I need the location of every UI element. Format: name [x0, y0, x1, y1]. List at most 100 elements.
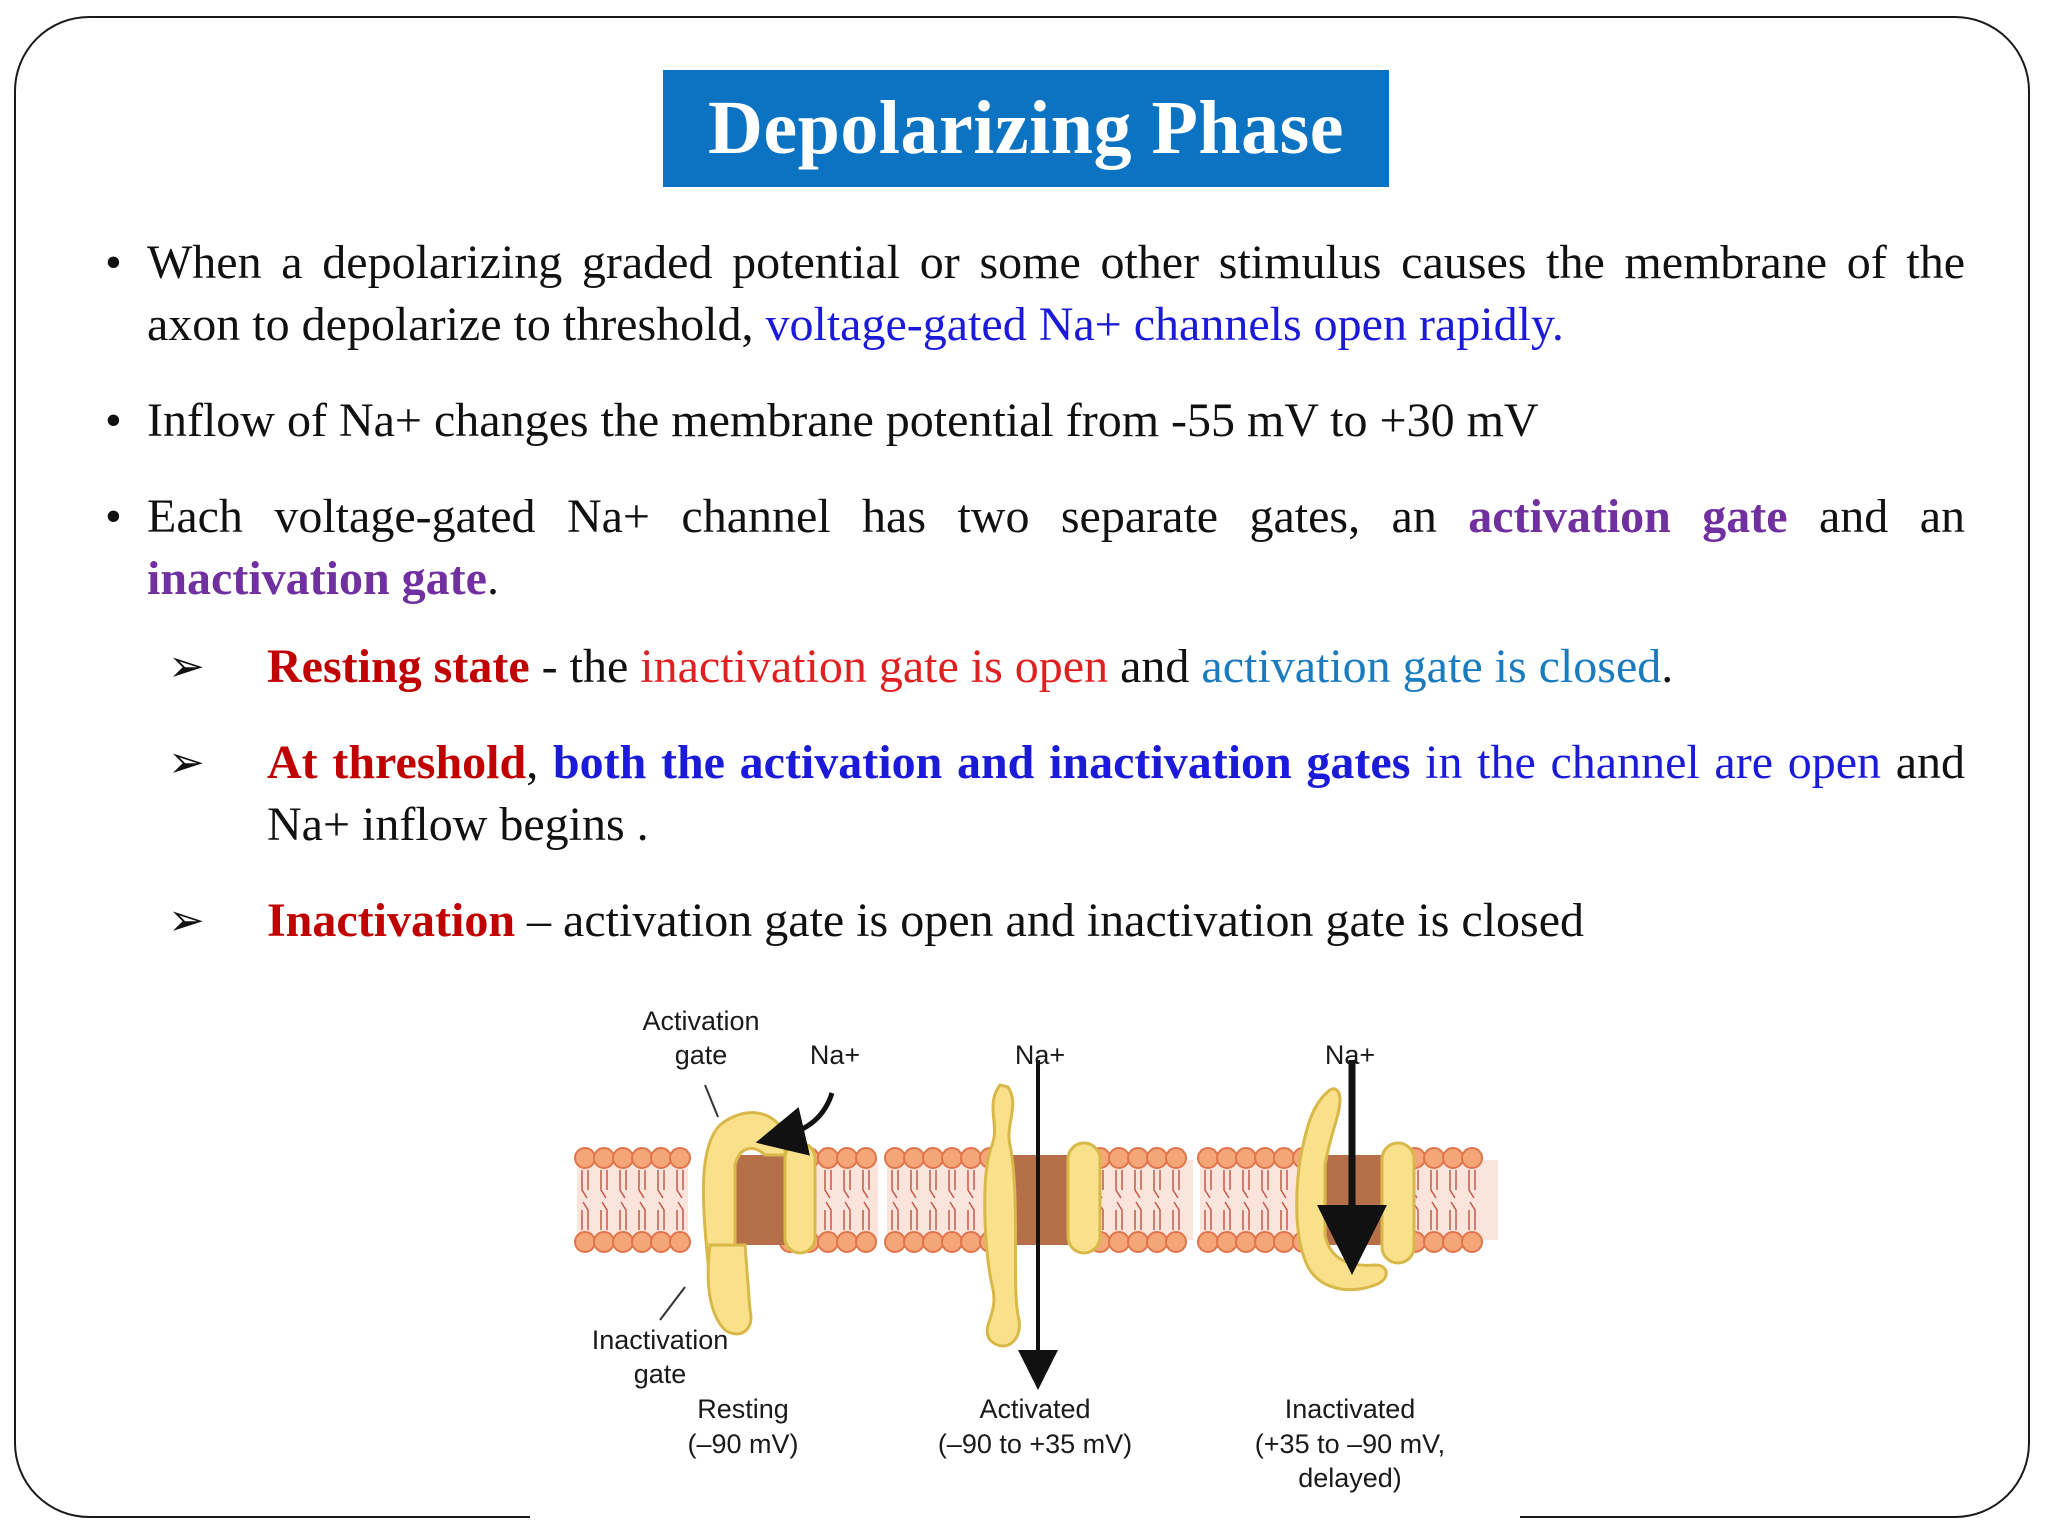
lipid-head — [922, 1147, 944, 1169]
lipid-tail — [1172, 1170, 1180, 1230]
bullet-list: • When a depolarizing graded potential o… — [105, 232, 1965, 986]
lipid-tail — [1223, 1170, 1231, 1230]
gate-wall — [1380, 1141, 1416, 1265]
gate-wall — [783, 1141, 817, 1255]
label-na: Na+ — [1325, 1040, 1375, 1070]
lipid-head — [650, 1147, 672, 1169]
lipid-head — [1127, 1231, 1149, 1253]
subpoint-text: and Na+ inflow begins . — [267, 736, 1966, 851]
lipid-tail — [600, 1170, 608, 1230]
bullet-highlight: voltage-gated Na+ channels open rapidly. — [765, 298, 1564, 351]
lipid-head — [884, 1231, 906, 1253]
lipid-head — [1108, 1147, 1130, 1169]
lipid-head — [1273, 1147, 1295, 1169]
lipid-head — [941, 1231, 963, 1253]
lipid-tail — [967, 1170, 975, 1230]
leader-line — [704, 1084, 719, 1118]
lipid-tail — [619, 1170, 627, 1230]
lipid-head — [650, 1231, 672, 1253]
lipid-head — [1235, 1147, 1257, 1169]
lipid-tail — [1261, 1170, 1269, 1230]
lipid-head — [1146, 1147, 1168, 1169]
bullet-item: • Inflow of Na+ changes the membrane pot… — [105, 390, 1965, 452]
lipid-head — [817, 1231, 839, 1253]
lipid-tail — [1153, 1170, 1161, 1230]
subpoint-item: ➢ At threshold, both the activation and … — [105, 732, 1965, 856]
lipid-head — [669, 1147, 691, 1169]
lipid-tail — [1134, 1170, 1142, 1230]
lipid-head — [855, 1231, 877, 1253]
membrane-core — [1092, 1160, 1193, 1240]
subpoint-text: - the — [529, 640, 641, 693]
subpoint-term: Resting state — [267, 640, 530, 693]
state-name: Activated — [979, 1394, 1090, 1424]
lipid-head — [1197, 1147, 1219, 1169]
lipid-head — [1146, 1231, 1168, 1253]
lipid-head — [903, 1147, 925, 1169]
term-activation-gate: activation gate — [1468, 490, 1788, 543]
lipid-head — [960, 1147, 982, 1169]
lipid-head — [884, 1147, 906, 1169]
lipid-head — [1423, 1231, 1445, 1253]
bullet-text: and an — [1787, 490, 1966, 543]
lipid-head — [1216, 1147, 1238, 1169]
sodium-channel-diagram: Activation gate Na+ Na+ Na+ Inactivation… — [574, 1006, 1498, 1493]
lipid-head — [1442, 1147, 1464, 1169]
lipid-head — [612, 1147, 634, 1169]
bullet-dot-icon: • — [105, 236, 122, 289]
lipid-tail — [1115, 1170, 1123, 1230]
lipid-head — [631, 1147, 653, 1169]
lipid-tail — [676, 1170, 684, 1230]
lipid-head — [593, 1147, 615, 1169]
lipid-head — [1197, 1231, 1219, 1253]
lipid-tail — [1449, 1170, 1457, 1230]
lipid-head — [574, 1231, 596, 1253]
label-inactivation-gate: gate — [634, 1359, 687, 1389]
bullet-text: . — [486, 552, 499, 605]
lipid-head — [631, 1231, 653, 1253]
state-range: (–90 to +35 mV) — [938, 1429, 1132, 1459]
lipid-tail — [1430, 1170, 1438, 1230]
lipid-tail — [843, 1170, 851, 1230]
subpoint-teal-text: activation gate is closed — [1201, 640, 1662, 693]
subpoint-red-text: inactivation gate is open — [640, 640, 1109, 693]
subpoint-term: Inactivation — [267, 894, 516, 947]
state-extra: delayed) — [1298, 1463, 1402, 1493]
lipid-head — [669, 1231, 691, 1253]
lipid-head — [941, 1147, 963, 1169]
lipid-tail — [891, 1170, 899, 1230]
lipid-tail — [929, 1170, 937, 1230]
lipid-tail — [1242, 1170, 1250, 1230]
arrow-bullet-icon: ➢ — [168, 896, 205, 945]
lipid-head — [903, 1231, 925, 1253]
bullet-text: When a depolarizing graded potential or … — [147, 236, 1965, 351]
lipid-tail — [638, 1170, 646, 1230]
bullet-text: Inflow of Na+ changes the membrane poten… — [147, 394, 1539, 447]
lipid-tail — [1468, 1170, 1476, 1230]
lipid-head — [960, 1231, 982, 1253]
lipid-head — [1165, 1231, 1187, 1253]
subpoint-item: ➢ Inactivation – activation gate is open… — [105, 890, 1965, 952]
arrow-bullet-icon: ➢ — [168, 738, 205, 787]
label-na: Na+ — [1015, 1040, 1065, 1070]
na-entry-arrow-icon — [755, 1092, 835, 1156]
slide-title: Depolarizing Phase — [708, 86, 1344, 170]
lipid-head — [1254, 1231, 1276, 1253]
subpoint-text: – activation gate is open and inactivati… — [515, 894, 1585, 947]
lipid-head — [817, 1147, 839, 1169]
slide-frame — [14, 16, 2030, 1518]
title-banner: Depolarizing Phase — [663, 70, 1389, 187]
state-name: Inactivated — [1285, 1394, 1416, 1424]
subpoint-term: At threshold — [267, 736, 527, 789]
lipid-head — [1273, 1231, 1295, 1253]
lipid-tail — [1280, 1170, 1288, 1230]
lipid-head — [1423, 1147, 1445, 1169]
lipid-tail — [948, 1170, 956, 1230]
lipid-head — [1108, 1231, 1130, 1253]
subpoint-item: ➢ Resting state - the inactivation gate … — [105, 636, 1965, 698]
bullet-text: Each voltage-gated Na+ channel has two s… — [147, 490, 1469, 543]
lipid-head — [922, 1231, 944, 1253]
lipid-head — [1254, 1147, 1276, 1169]
bullet-dot-icon: • — [105, 394, 122, 447]
lipid-head — [1165, 1147, 1187, 1169]
